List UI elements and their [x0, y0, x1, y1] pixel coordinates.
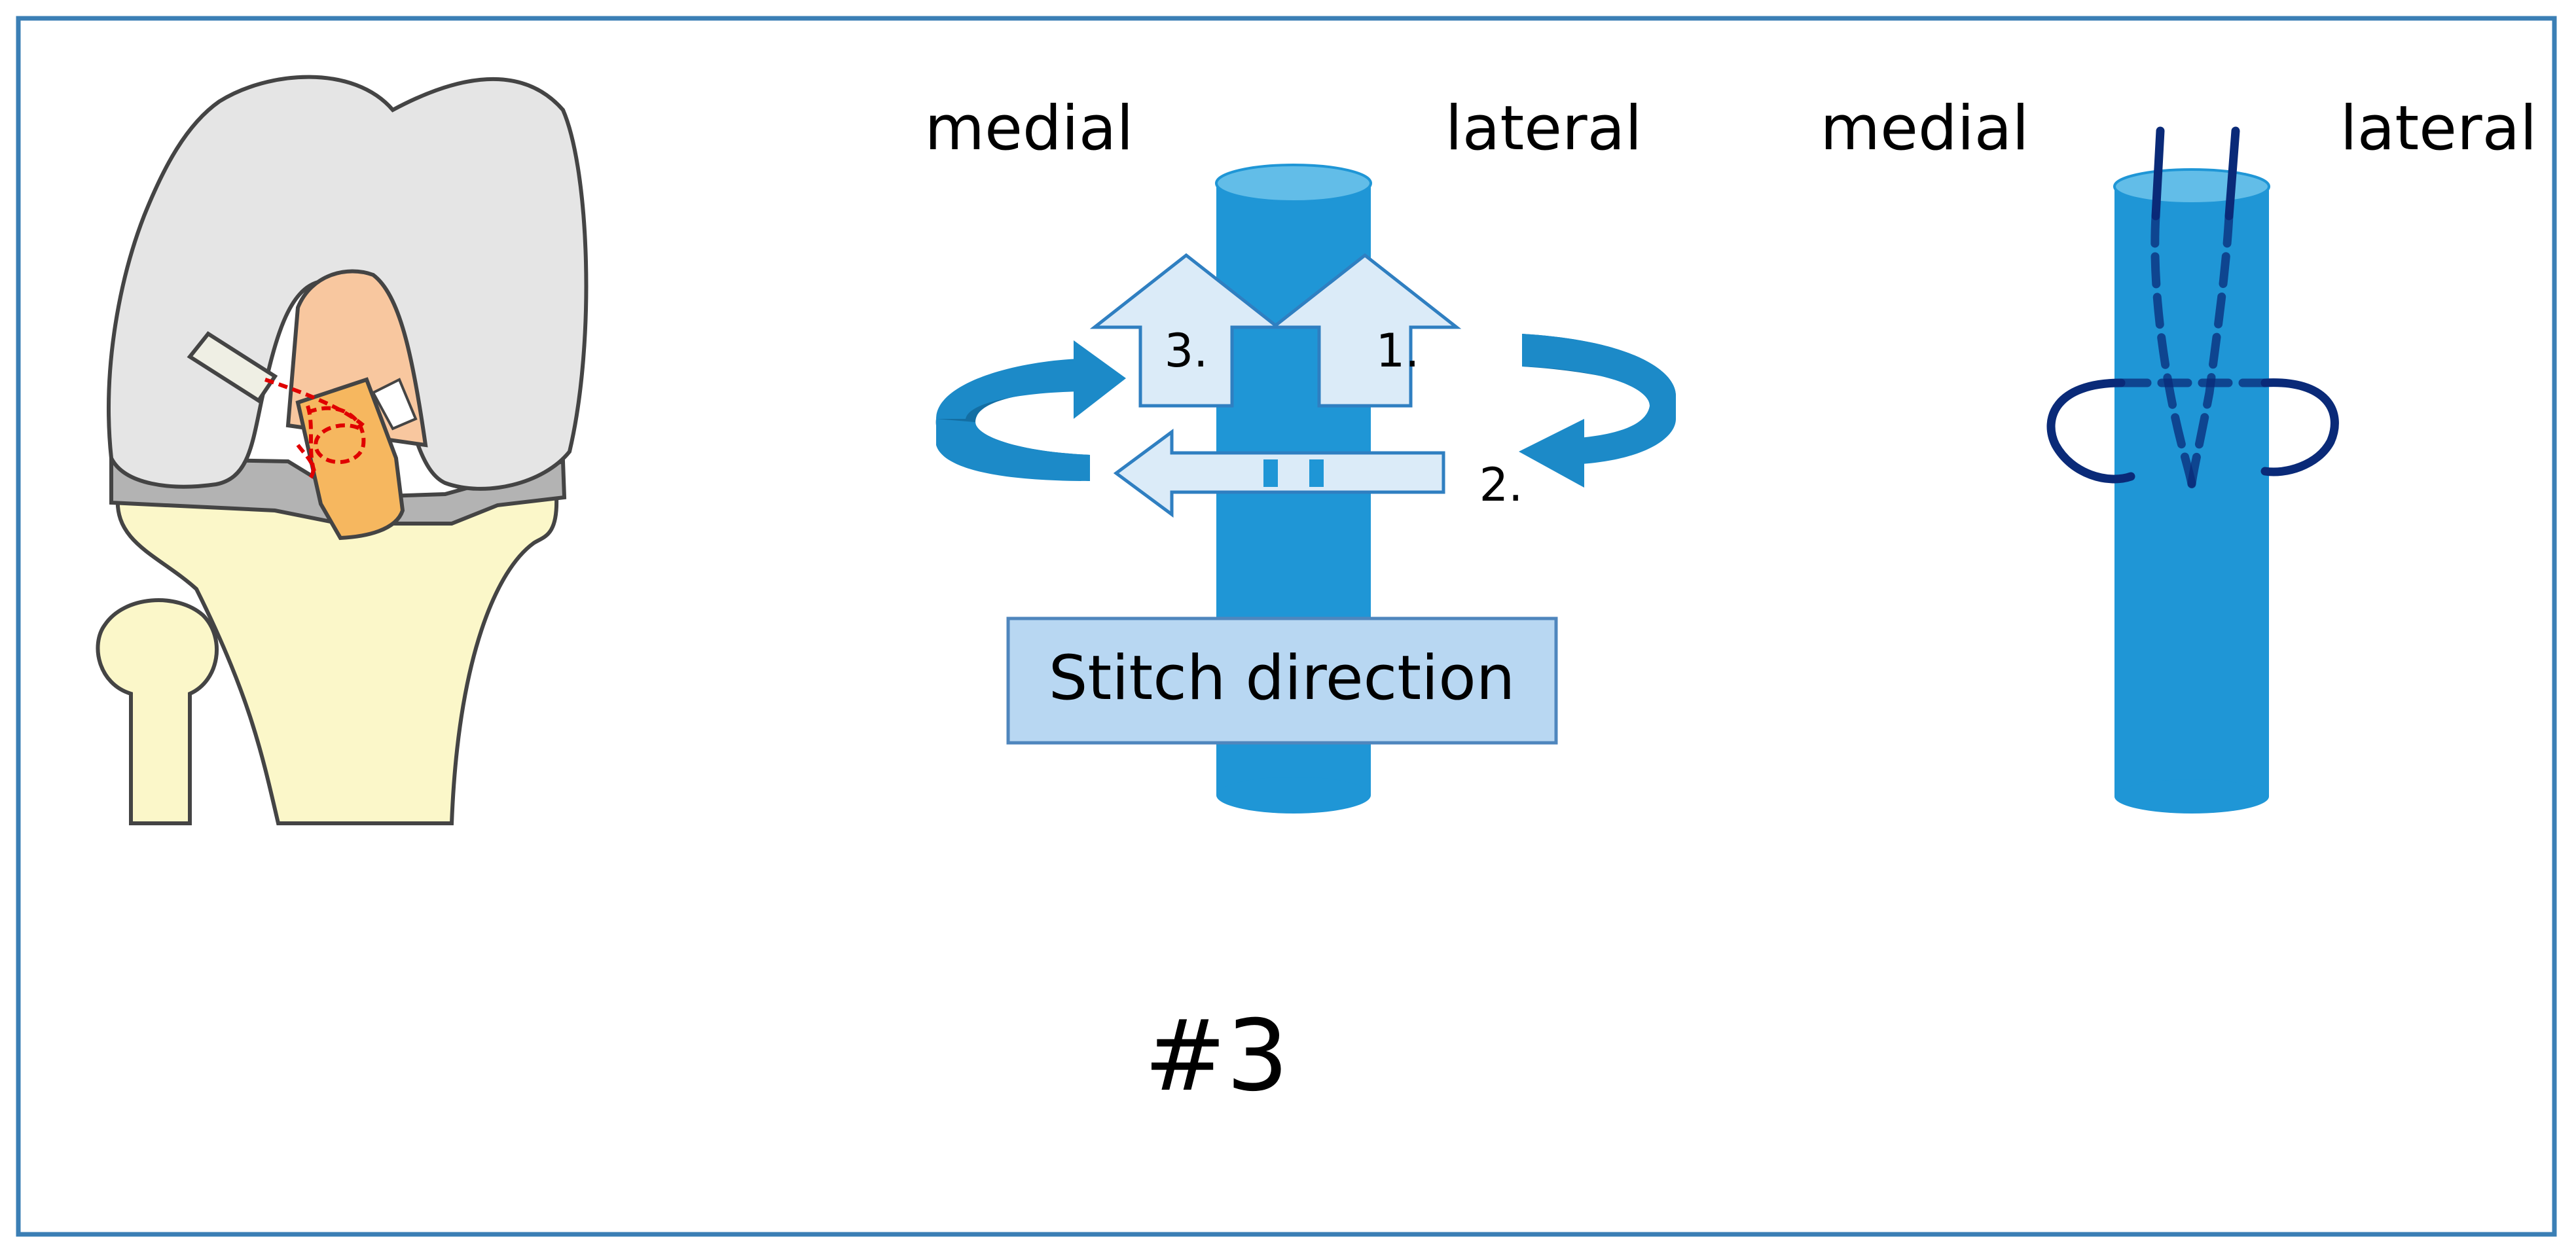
tibia — [115, 495, 559, 825]
instrument — [187, 331, 278, 404]
stitch-direction-box — [1006, 617, 1558, 745]
step-2-label: 2. — [1479, 458, 1523, 512]
medial-label-left: medial — [925, 93, 1134, 164]
stitch-diagram: 3. 1. 2. Stitch direction medial lateral — [925, 93, 1676, 814]
arrow-step-2 — [1113, 429, 1445, 518]
suture-result-diagram: medial lateral — [1821, 93, 2537, 814]
notch-gap — [371, 378, 418, 431]
arrow-step-1 — [1268, 253, 1462, 408]
lateral-label-right: lateral — [2340, 93, 2537, 164]
stitch-dash — [1309, 459, 1324, 487]
arrow-step-3 — [1089, 253, 1283, 408]
stitch-dash — [1263, 459, 1278, 487]
step-1-label: 1. — [1376, 324, 1420, 378]
rotation-arrow-left — [935, 340, 1126, 481]
graft-cylinder-right — [2113, 168, 2270, 814]
figure-id: #3 — [1144, 999, 1288, 1113]
knee-illustration — [96, 75, 589, 825]
suture-pattern-red — [264, 378, 366, 483]
step-3-label: 3. — [1165, 324, 1208, 378]
rotation-arrow-right — [1519, 334, 1676, 488]
stitch-direction-label: Stitch direction — [1049, 643, 1515, 714]
graft-implant — [295, 377, 405, 541]
medial-label-right: medial — [1821, 93, 2029, 164]
suture-strands — [2046, 126, 2339, 489]
lateral-label-left: lateral — [1445, 93, 1642, 164]
fibula — [96, 598, 219, 825]
